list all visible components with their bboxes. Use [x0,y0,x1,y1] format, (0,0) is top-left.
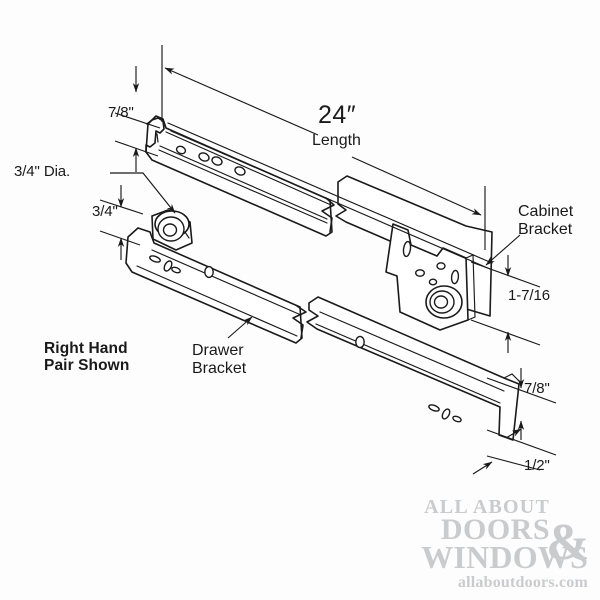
cabinet-rail-top-edge [167,122,493,264]
dim-label-roller-offset: 3/4" [92,203,118,220]
drawer-rail-hole-center [204,265,214,279]
drawer-rail-break [292,305,307,339]
dim-label-bracket-height: 1-7/16 [508,287,550,304]
watermark-url: allaboutdoors.com [457,574,588,591]
callout-cabinet-bracket-line2: Bracket [518,220,573,238]
cabinet-rail-left-fold-a [165,131,332,206]
callout-cabinet-bracket-line1: Cabinet [518,203,574,220]
cabinet-rail-left-fold-c [158,149,328,224]
dimension-annotations [99,45,557,475]
cabinet-rail-break-left [321,197,335,233]
dim-label-rail-width: 1/2" [524,457,550,474]
ext-line-roller-offset-b [99,230,141,246]
note-hand-pair-line1: Right Hand [44,340,128,357]
drawer-member-group [125,209,520,441]
note-hand-pair: Right Hand Pair Shown [44,340,129,375]
drawer-rail-channel-fold-2 [319,311,505,392]
drawer-rail-right-slot-2 [441,408,451,420]
ext-line-bracket-height-b [470,319,541,346]
drawer-rail-slot-3 [171,266,181,274]
watermark-line-2: DOORS & [378,512,590,568]
cabinet-rail-left-body [145,115,333,237]
cabinet-bracket-slot-2 [450,269,460,285]
dim-line-length-upper [164,67,319,136]
ext-line-top-height-a [114,112,161,129]
callout-drawer-bracket-line2: Bracket [192,359,247,377]
dim-label-length-caption: Length [312,132,361,149]
cabinet-bracket-slot [402,240,412,258]
dim-arrow-rail-width-b [472,461,493,475]
cabinet-bracket-hole-a [415,269,426,277]
drawer-rail-channel-fold [315,323,501,404]
watermark-logo: ALL ABOUT DOORS & WINDOWS allaboutdoors.… [378,495,590,592]
cabinet-rail-hole-1 [175,145,187,155]
cabinet-rail-hole-3 [211,156,223,166]
leader-roller-dia [110,172,176,214]
callout-drawer-bracket-line1: Drawer [192,342,244,359]
callout-drawer-bracket: Drawer Bracket [192,342,246,378]
cabinet-bracket-hole-b [428,278,438,286]
drawer-rail-slot-2 [163,260,173,272]
cabinet-bracket-roller [425,285,463,319]
drawer-rail-channel-lip [503,373,520,382]
dim-label-rail-height: 7/8" [524,380,550,397]
leader-drawer-bracket [227,316,253,339]
callout-cabinet-bracket: Cabinet Bracket [518,203,573,239]
drawer-rail-left-body [125,227,303,344]
drawer-rail-left-fold [151,249,302,316]
cabinet-rail-top-edge-2 [170,130,491,270]
cabinet-rail-hole-2 [198,152,210,162]
drawer-rail-slot-1 [149,255,161,263]
drawer-rail-left-fold-2 [136,265,298,337]
cabinet-rail-hole-4 [234,166,246,176]
dim-label-top-height: 7/8" [108,104,134,121]
ext-line-rail-height-a [486,377,557,404]
dim-label-roller-dia: 3/4" Dia. [14,163,71,180]
drawer-rail-right-hole [355,335,365,349]
dim-label-length-value: 24″ [318,101,357,129]
drawer-rail-right-slot-3 [452,415,462,423]
dim-line-length-lower [351,156,482,216]
drawer-bracket-roller [151,209,193,251]
cabinet-bracket-edge [465,254,476,321]
watermark-line-1: ALL ABOUT [424,495,550,518]
drawer-rail-right-slot-1 [428,404,440,412]
leader-cabinet-bracket [485,234,521,266]
ext-line-top-height-b [114,140,159,157]
ext-line-rail-height-b [486,429,557,456]
cabinet-rail-hook-inner [156,133,159,143]
cabinet-member-group [145,115,493,331]
ext-line-rail-width [486,455,541,471]
ext-line-bracket-height-a [470,261,541,288]
watermark-ampersand: & [546,513,590,571]
note-hand-pair-line2: Pair Shown [44,357,130,375]
ext-line-roller-offset-a [99,199,144,215]
cabinet-rail-hook [145,117,165,153]
dim-arrow-rail-width-a [505,428,522,439]
watermark-line-2-text: DOORS [440,512,550,546]
watermark-line-3: WINDOWS [421,538,588,575]
cabinet-bracket-hole-c [436,262,446,270]
cabinet-rail-left-fold-b [159,145,328,220]
